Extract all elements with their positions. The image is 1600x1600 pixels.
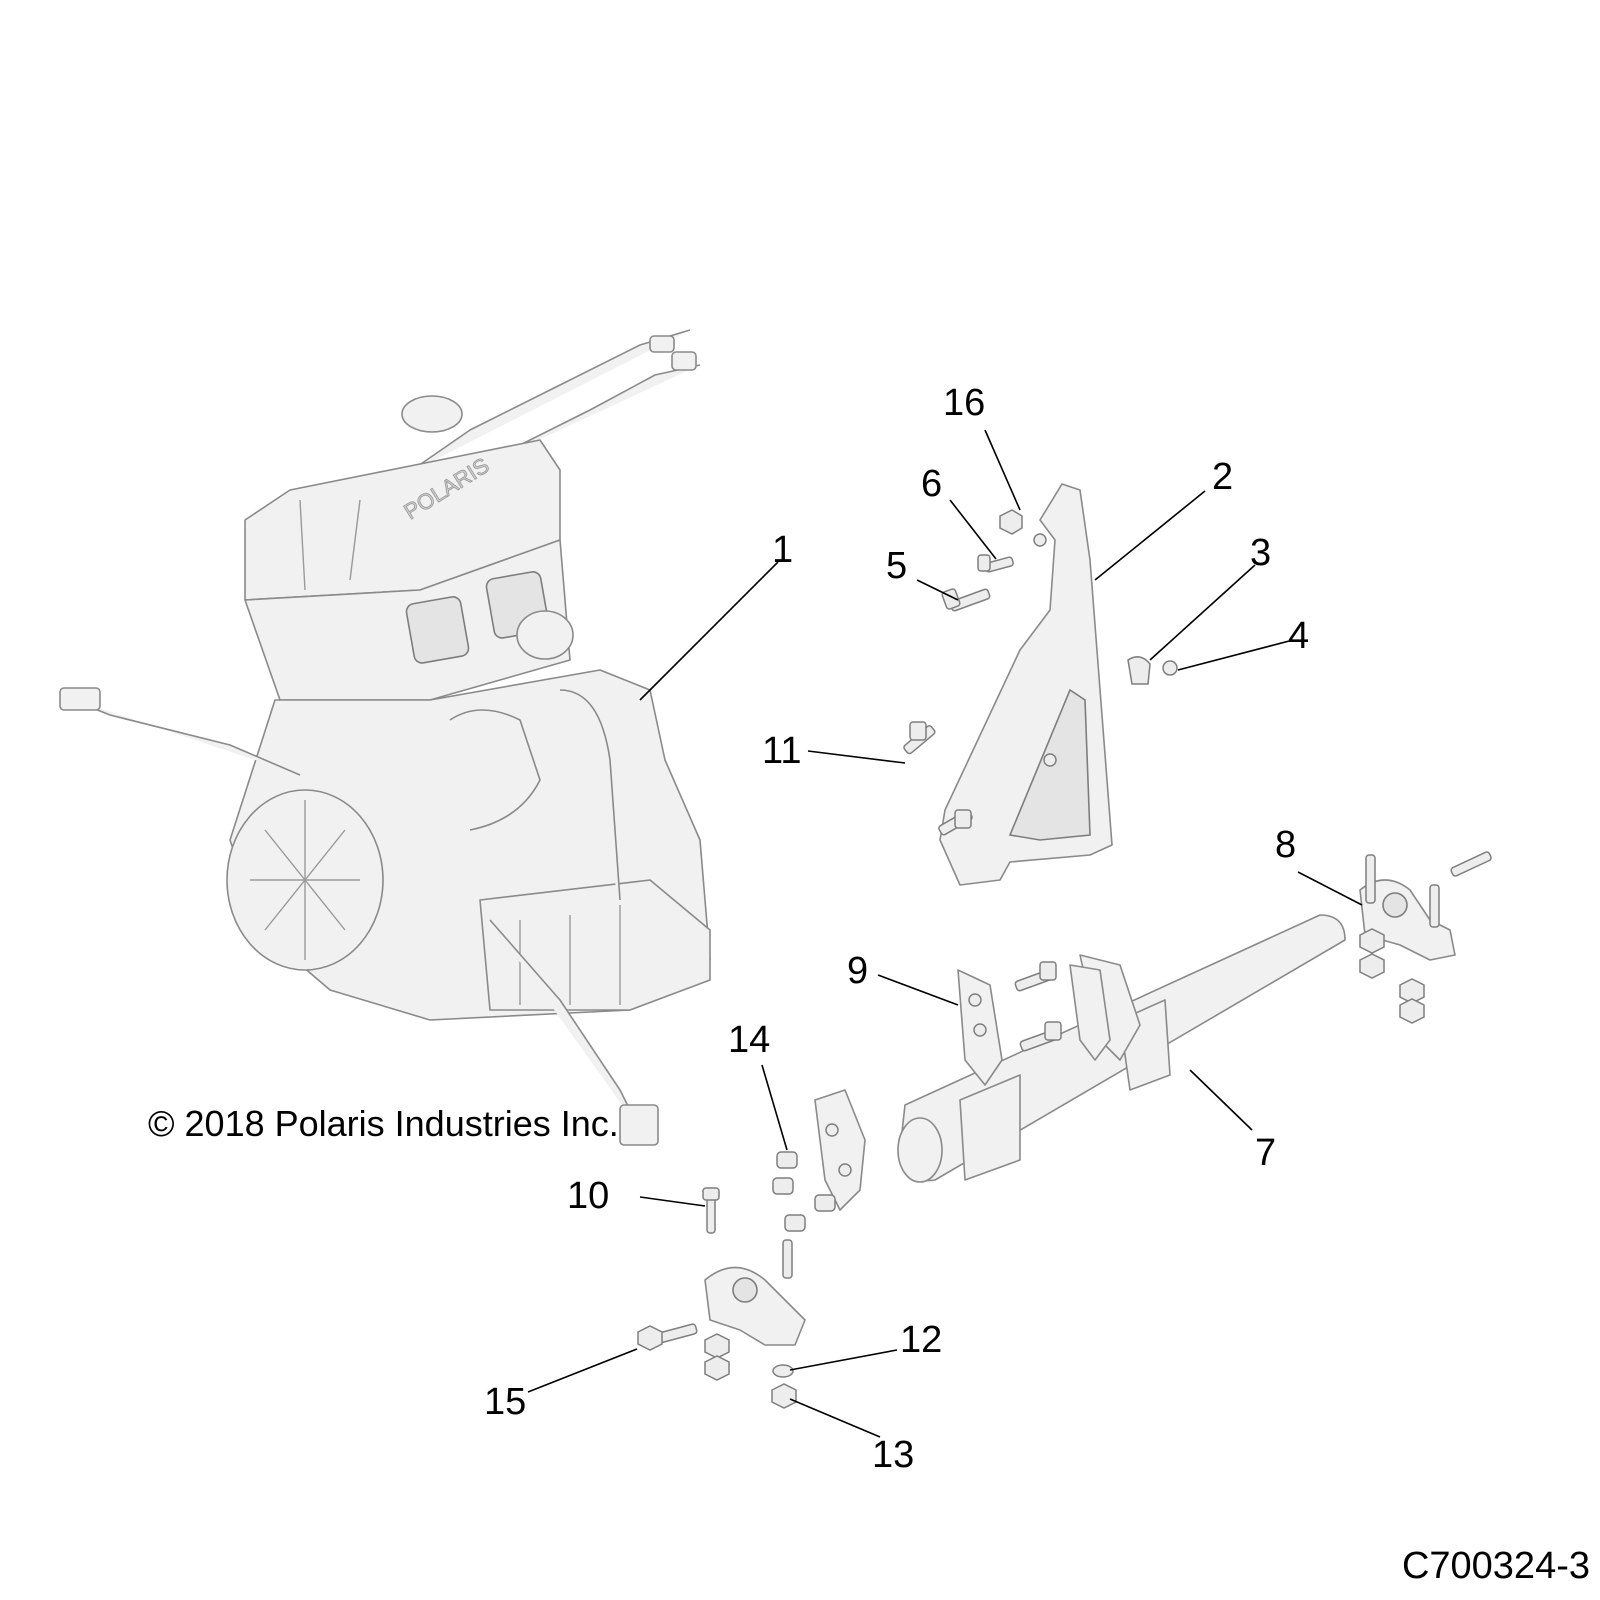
leader-4 [1177, 639, 1294, 671]
nut-13-icon [771, 1383, 797, 1409]
leader-15 [527, 1348, 638, 1393]
callout-1: 1 [772, 529, 793, 571]
bolt-6-icon [977, 554, 1014, 573]
leader-11 [807, 750, 906, 764]
callout-3: 3 [1250, 532, 1271, 574]
leader-9 [877, 974, 959, 1006]
leader-7 [1189, 1069, 1253, 1131]
callout-13: 13 [872, 1434, 914, 1476]
leader-5 [916, 579, 959, 601]
leader-6 [949, 499, 997, 560]
callout-15: 15 [484, 1381, 526, 1423]
callout-4: 4 [1288, 615, 1309, 657]
callout-labels: 1 2 3 4 5 6 7 8 9 10 11 12 13 14 15 16 [484, 382, 1309, 1476]
leader-13 [789, 1398, 881, 1438]
mount-plates [814, 954, 1141, 1211]
leader-2 [1094, 490, 1206, 581]
callout-14: 14 [728, 1019, 770, 1061]
nut-14-icon [772, 1151, 836, 1232]
leader-lines [527, 429, 1363, 1438]
figure-id: C700324-3 [1402, 1545, 1590, 1587]
rear-engine-mount [1359, 851, 1492, 1024]
front-engine-mount [637, 1187, 806, 1409]
callout-2: 2 [1212, 456, 1233, 498]
bolt-10-icon [702, 1187, 720, 1234]
bolt-11-icon [903, 721, 973, 836]
callout-11: 11 [762, 730, 801, 772]
callout-5: 5 [886, 545, 907, 587]
bolt-plate-lower-icon [1019, 1021, 1062, 1052]
callout-8: 8 [1275, 824, 1296, 866]
bolt-15-icon [637, 1323, 698, 1351]
engine-mount-bracket [939, 483, 1113, 886]
leader-1 [639, 561, 779, 701]
engine-assembly: POLARIS [59, 329, 711, 1146]
hardware-group-upper [903, 509, 1178, 836]
leader-12 [789, 1349, 898, 1371]
leader-3 [1149, 564, 1256, 661]
leader-10 [639, 1196, 706, 1207]
leader-16 [984, 429, 1021, 511]
leader-14 [761, 1064, 788, 1151]
hardware-group-middle [772, 961, 1062, 1232]
callout-16: 16 [943, 382, 985, 424]
clamp-3-icon [1127, 656, 1151, 685]
copyright-notice: © 2018 Polaris Industries Inc. [148, 1103, 619, 1144]
nut-16-icon [999, 509, 1023, 535]
callout-12: 12 [900, 1319, 942, 1361]
bolt-plate-upper-icon [1014, 961, 1057, 992]
callout-9: 9 [847, 950, 868, 992]
leader-8 [1297, 871, 1363, 906]
nut-4-icon [1162, 660, 1178, 676]
callout-10: 10 [567, 1175, 609, 1217]
washer-12-icon [772, 1364, 794, 1378]
bolt-5-icon [941, 588, 991, 612]
callout-6: 6 [921, 463, 942, 505]
callout-7: 7 [1255, 1132, 1276, 1174]
